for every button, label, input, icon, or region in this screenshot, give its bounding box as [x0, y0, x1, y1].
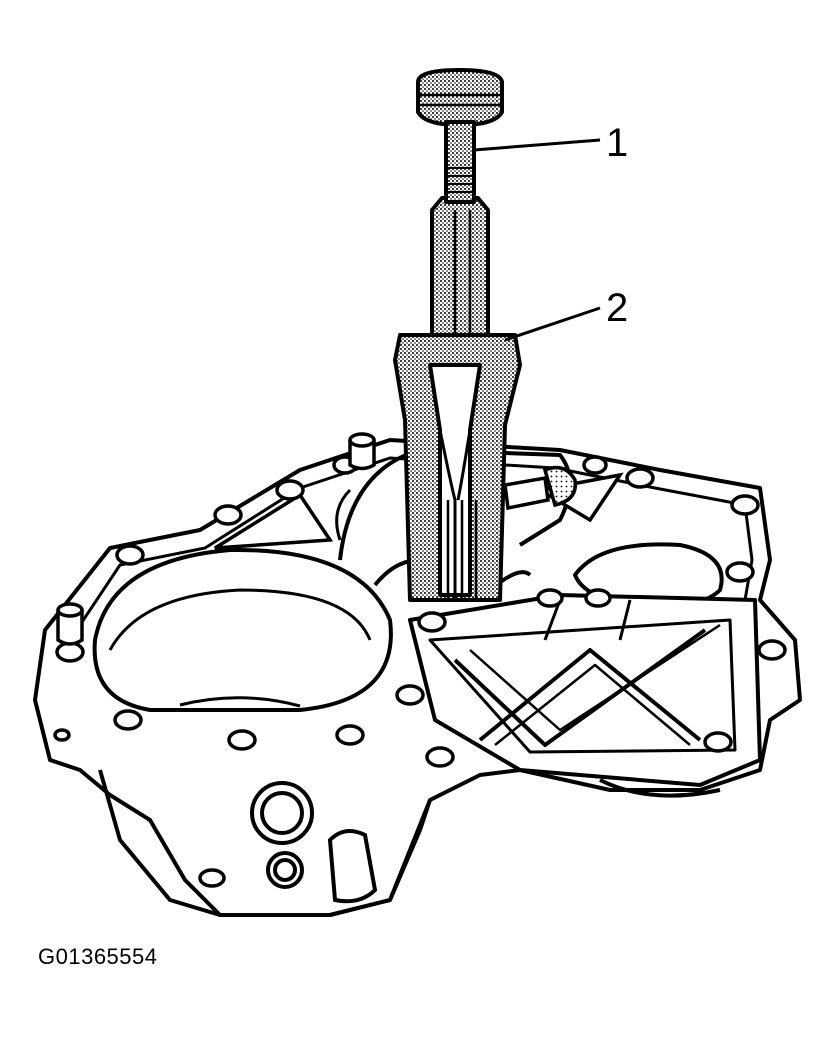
- lower-bosses: [250, 778, 721, 904]
- leader-line-1: [473, 138, 601, 152]
- callout-label-1: 1: [606, 121, 629, 165]
- puller-tool: [393, 196, 522, 602]
- leader-line-2: [504, 306, 601, 342]
- left-bore: [92, 547, 393, 712]
- side-bolt: [503, 465, 578, 511]
- figure-id-label: G01365554: [38, 944, 158, 969]
- callout-label-2: 2: [606, 286, 629, 330]
- leader-lines: [473, 138, 601, 342]
- forcing-screw: [416, 68, 504, 204]
- dowel-pins: [56, 432, 376, 646]
